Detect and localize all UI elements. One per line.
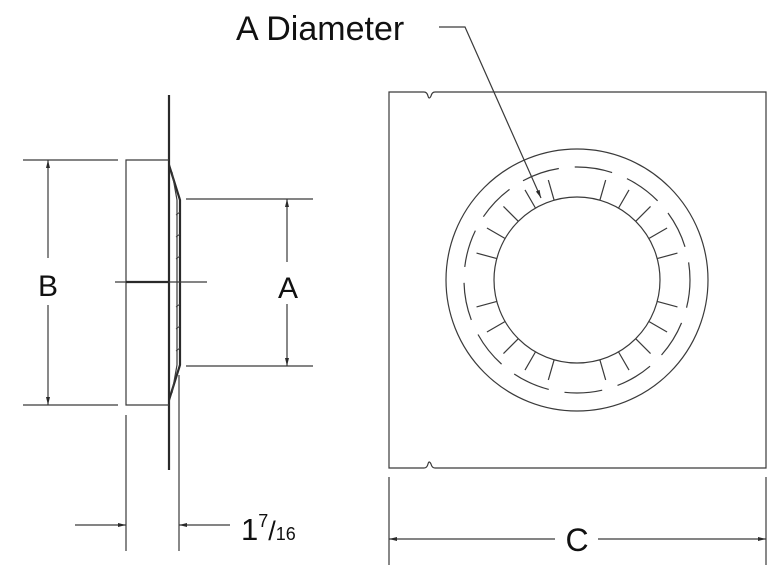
rib-ticks [476,179,678,381]
depth-label: 17/16 [241,511,296,547]
rib-tick [648,320,668,333]
fraction-slash: / [268,516,276,546]
rib-tick [524,189,537,209]
rib-tick [503,206,519,222]
rib-tick [617,189,630,209]
rib-tick [635,338,651,354]
rib-tick [524,351,537,371]
a-diameter-label: A Diameter [236,10,404,48]
rib-tick [657,252,678,260]
rib-tick [503,338,519,354]
outer-circle [445,148,709,412]
dashed-ring [463,166,691,394]
flange-ribs [175,211,181,352]
dimension-c-label: C [565,522,588,558]
rib-tick [547,179,555,201]
rib-tick [599,359,607,381]
rib-tick [599,179,607,201]
rib-tick [657,300,678,308]
rib-tick [486,320,506,333]
side-view: B A 17/16 [23,95,313,551]
diameter-callout: A Diameter [236,10,542,199]
rib-tick [476,252,497,260]
rib-tick [648,227,668,240]
rib-tick [476,300,497,308]
rib-tick [635,206,651,222]
rib-tick [547,359,555,381]
dimension-a-label: A [278,272,298,305]
rib-tick [617,351,630,371]
front-view: C [388,91,767,565]
inner-circle [493,196,661,364]
callout-leader-line [439,26,542,199]
rib-tick [486,227,506,240]
plate-outline [388,91,767,469]
dimension-b-label: B [38,270,58,303]
